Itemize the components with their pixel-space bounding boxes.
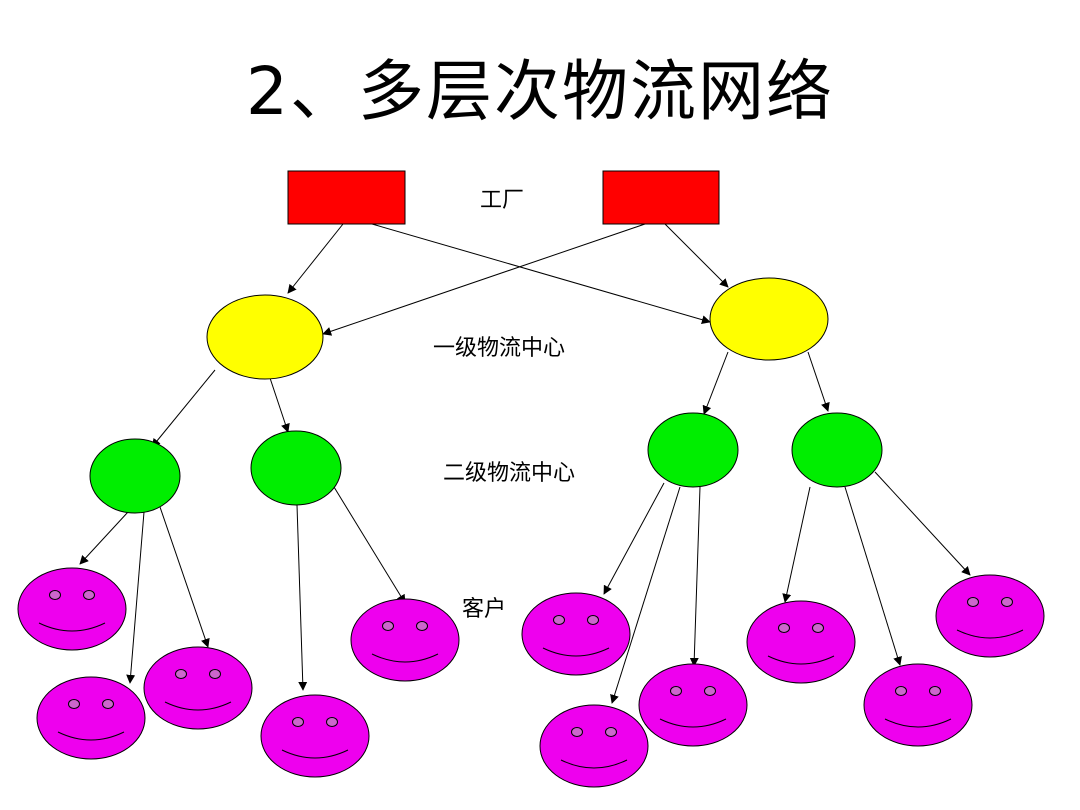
edge-center-2-to-sub-3 — [702, 351, 729, 415]
customer-2-smiley-face-icon — [36, 676, 146, 760]
network-edges — [79, 223, 971, 704]
customer-11-smiley-face-icon — [935, 574, 1045, 658]
level2-center-1 — [89, 438, 181, 514]
level2-center-3 — [647, 412, 739, 488]
edge-sub-1-to-customer-1 — [79, 511, 129, 565]
edge-factory-1-to-center-1 — [287, 223, 344, 294]
edge-center-2-to-sub-4 — [807, 351, 830, 412]
level2-center-4 — [791, 412, 883, 488]
level1-center-2 — [709, 277, 829, 361]
edge-sub-4-to-customer-11 — [874, 471, 971, 576]
factory-2 — [602, 170, 720, 225]
customer-3-smiley-face-icon — [143, 646, 253, 730]
slide-title: 2、多层次物流网络 — [246, 53, 834, 130]
label-level1-center: 一级物流中心 — [433, 336, 565, 361]
edge-center-1-to-sub-2 — [269, 377, 290, 433]
edge-sub-4-to-customer-10 — [844, 486, 902, 666]
customer-5-smiley-face-icon — [260, 694, 370, 778]
edge-sub-2-to-customer-4 — [296, 504, 308, 691]
edge-sub-3-to-customer-6 — [603, 482, 665, 595]
customer-9-smiley-face-icon — [746, 600, 856, 684]
edge-center-1-to-sub-1 — [151, 369, 216, 448]
factory-nodes — [287, 170, 720, 225]
edge-factory-2-to-center-2 — [664, 223, 729, 288]
edge-sub-2-to-customer-5 — [333, 486, 406, 604]
customer-10-smiley-face-icon — [863, 663, 973, 747]
customer-1-smiley-face-icon — [17, 567, 127, 651]
edge-sub-1-to-customer-3 — [159, 506, 210, 648]
label-level2-center: 二级物流中心 — [443, 461, 575, 486]
factory-1 — [287, 170, 406, 225]
edge-sub-3-to-customer-8 — [689, 486, 701, 667]
customer-nodes — [17, 567, 1045, 788]
label-factory: 工厂 — [480, 188, 524, 213]
customer-8-smiley-face-icon — [638, 663, 748, 747]
edge-factory-1-to-center-2 — [371, 223, 711, 325]
level1-center-nodes — [206, 277, 829, 380]
level1-center-1 — [206, 294, 324, 380]
customer-7-smiley-face-icon — [539, 704, 649, 788]
level2-center-nodes — [89, 412, 883, 514]
edge-factory-2-to-center-1 — [322, 223, 646, 336]
level2-center-2 — [250, 430, 342, 506]
edge-sub-4-to-customer-9 — [782, 486, 811, 603]
customer-4-smiley-face-icon — [350, 598, 460, 682]
label-customer: 客户 — [462, 597, 506, 622]
edge-sub-3-to-customer-7 — [610, 486, 681, 704]
customer-6-smiley-face-icon — [521, 592, 631, 676]
edge-sub-1-to-customer-2 — [126, 511, 145, 684]
